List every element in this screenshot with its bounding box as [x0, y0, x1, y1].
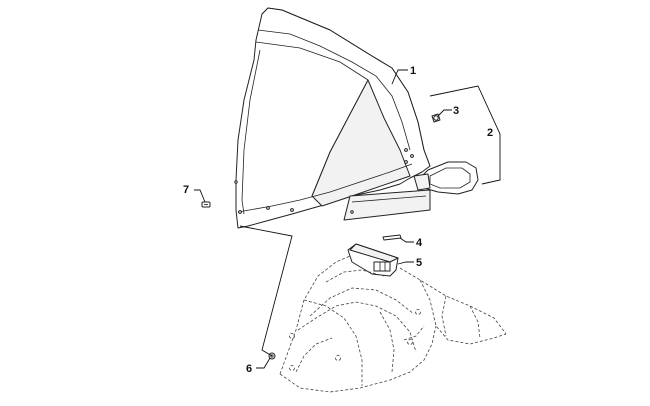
- hood-cowl-dashed: [279, 255, 507, 393]
- lower-deflector-panel: [343, 189, 431, 221]
- callout-6: 6: [246, 363, 252, 375]
- leader-lines: [194, 69, 501, 369]
- bolt-part-7: [201, 201, 211, 208]
- callout-2: 2: [487, 127, 493, 139]
- callout-4: 4: [416, 237, 423, 249]
- bracket-part-5: [347, 243, 399, 277]
- callout-5: 5: [416, 257, 422, 269]
- windshield: [234, 7, 431, 229]
- mirror: [413, 161, 479, 195]
- clip-part-4: [382, 234, 402, 241]
- callout-1: 1: [410, 65, 416, 77]
- callout-7: 7: [183, 184, 189, 196]
- callout-3: 3: [453, 105, 459, 117]
- callout-labels: 1 2 3 4 5 6 7: [183, 65, 493, 375]
